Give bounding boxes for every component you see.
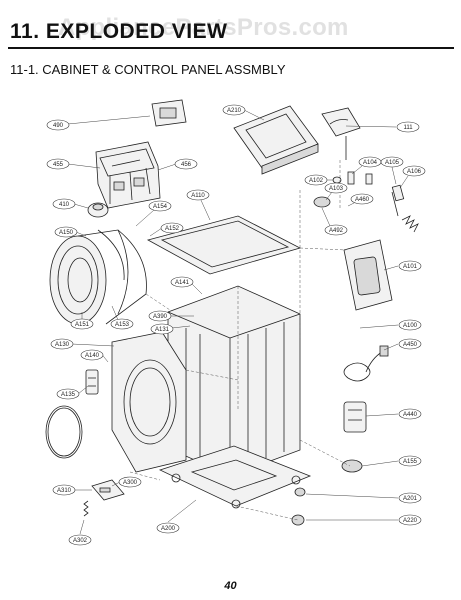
dispenser-drawing xyxy=(321,107,361,160)
part-label-a103: A103 xyxy=(329,186,344,192)
diagram-drawing: 490 455 456 410 A150 A152 A154 A153 A151… xyxy=(45,99,426,546)
part-label-a152: A152 xyxy=(165,226,180,232)
part-label-a102: A102 xyxy=(309,178,324,184)
control-pcb-box-drawing xyxy=(95,141,161,209)
door-ring-drawing xyxy=(45,405,83,459)
part-label-a390: A390 xyxy=(153,314,168,320)
part-label-a153: A153 xyxy=(115,322,130,328)
part-label-a140: A140 xyxy=(85,353,100,359)
part-label-a141: A141 xyxy=(175,280,190,286)
part-label-a155: A155 xyxy=(403,459,418,465)
part-label-455: 455 xyxy=(53,162,64,168)
door-hinge-drawing xyxy=(85,369,99,395)
part-label-a210: A210 xyxy=(227,108,242,114)
part-label-a110: A110 xyxy=(191,193,205,199)
part-label-a151: A151 xyxy=(75,322,90,328)
part-label-a150: A150 xyxy=(59,230,74,236)
part-number-labels: 490 455 456 410 A150 A152 A154 A153 A151… xyxy=(53,108,422,544)
leader-lines xyxy=(67,109,409,535)
display-module-drawing xyxy=(151,99,187,127)
page-number: 40 xyxy=(224,580,237,592)
exploded-view-diagram: 490 455 456 410 A150 A152 A154 A153 A151… xyxy=(0,80,461,575)
front-panel-drawing xyxy=(111,331,187,473)
part-label-111: 111 xyxy=(403,125,413,131)
part-label-a104: A104 xyxy=(363,160,378,166)
part-label-a105: A105 xyxy=(385,160,400,166)
part-callouts xyxy=(46,104,426,546)
part-label-a130: A130 xyxy=(55,342,70,348)
part-label-a154: A154 xyxy=(153,204,168,210)
part-label-a492: A492 xyxy=(329,228,344,234)
base-frame-drawing xyxy=(158,445,312,509)
assembly-guide-lines xyxy=(129,160,351,521)
part-label-a302: A302 xyxy=(73,538,88,544)
part-label-a440: A440 xyxy=(403,412,418,418)
spring-drawing xyxy=(83,500,89,517)
part-label-a131: A131 xyxy=(155,327,170,333)
part-label-a135: A135 xyxy=(61,392,76,398)
part-label-a101: A101 xyxy=(403,264,418,270)
part-label-a200: A200 xyxy=(161,526,176,532)
small-parts-drawing xyxy=(313,171,419,233)
part-label-410: 410 xyxy=(59,202,70,208)
part-label-a100: A100 xyxy=(403,323,418,329)
title-underline xyxy=(8,47,454,49)
part-label-a106: A106 xyxy=(407,169,422,175)
part-label-a450: A450 xyxy=(403,342,418,348)
part-label-a460: A460 xyxy=(355,197,370,203)
cover-drawing xyxy=(91,479,125,501)
side-panel-drawing xyxy=(343,239,393,311)
knob-drawing xyxy=(87,202,109,218)
part-label-a310: A310 xyxy=(57,488,72,494)
page-title: 11. EXPLODED VIEW xyxy=(10,20,228,43)
foot-drawing xyxy=(291,459,363,526)
part-label-a220: A220 xyxy=(403,518,418,524)
tub-assembly-drawing xyxy=(49,229,147,325)
detergent-drawer-drawing xyxy=(233,105,319,175)
section-heading: 11-1. CABINET & CONTROL PANEL ASSMBLY xyxy=(10,62,286,77)
cable-drawing xyxy=(343,345,389,382)
part-label-a201: A201 xyxy=(403,496,418,502)
part-label-456: 456 xyxy=(181,162,192,168)
part-label-490: 490 xyxy=(53,123,64,129)
pump-drawing xyxy=(343,401,367,433)
part-label-a300: A300 xyxy=(123,480,138,486)
